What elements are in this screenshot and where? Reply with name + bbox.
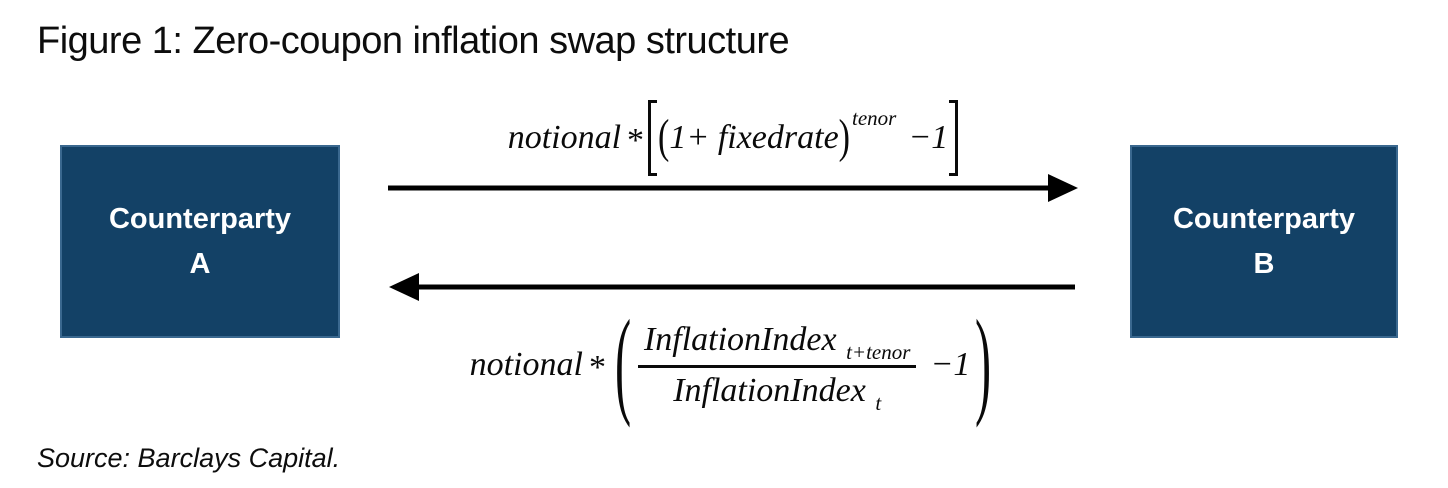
numerator-subscript: t+tenor [846, 339, 911, 364]
counterparty-b-label-line2: B [1253, 247, 1275, 280]
node-counterparty-b: Counterparty B [1130, 145, 1398, 338]
counterparty-a-label-line1: Counterparty [108, 202, 292, 235]
figure-title: Figure 1: Zero-coupon inflation swap str… [37, 20, 790, 62]
open-paren: ( [658, 111, 670, 164]
inflation-leg-coefficient: notional [469, 346, 583, 383]
inflation-ratio-fraction: InflationIndex t+tenor InflationIndex t [637, 320, 917, 415]
close-paren: ) [838, 111, 850, 164]
open-big-paren: ( [614, 299, 632, 431]
multiply-operator: * [588, 349, 606, 386]
close-big-paren: ) [975, 299, 992, 431]
close-square-bracket [949, 100, 959, 176]
denominator-subscript: t [875, 390, 882, 415]
fixed-leg-coefficient: notional [507, 119, 622, 156]
open-square-bracket [648, 100, 658, 176]
source-note: Source: Barclays Capital. [37, 443, 341, 473]
inflation-leg-tail: −1 [930, 346, 971, 383]
counterparty-a-label-line2: A [189, 247, 211, 280]
formula-fixed-leg: notional * ( 1+ fixedrate ) tenor −1 [388, 94, 1078, 182]
counterparty-b-label-line1: Counterparty [1172, 202, 1356, 235]
arrow-b-to-a [389, 273, 1075, 301]
arrow-a-to-b [388, 174, 1078, 202]
fraction-numerator: InflationIndex t+tenor [637, 320, 917, 368]
denominator-base: InflationIndex [673, 371, 866, 409]
formula-inflation-leg: notional * ( InflationIndex t+tenor Infl… [388, 294, 1078, 436]
node-counterparty-a: Counterparty A [60, 145, 340, 338]
numerator-base: InflationIndex [643, 320, 837, 358]
fixed-leg-base: 1+ fixedrate [669, 119, 839, 156]
fixed-leg-exponent: tenor [852, 105, 897, 130]
fixed-leg-tail: −1 [908, 119, 949, 156]
fraction-denominator: InflationIndex t [673, 368, 881, 415]
multiply-operator: * [627, 122, 645, 159]
